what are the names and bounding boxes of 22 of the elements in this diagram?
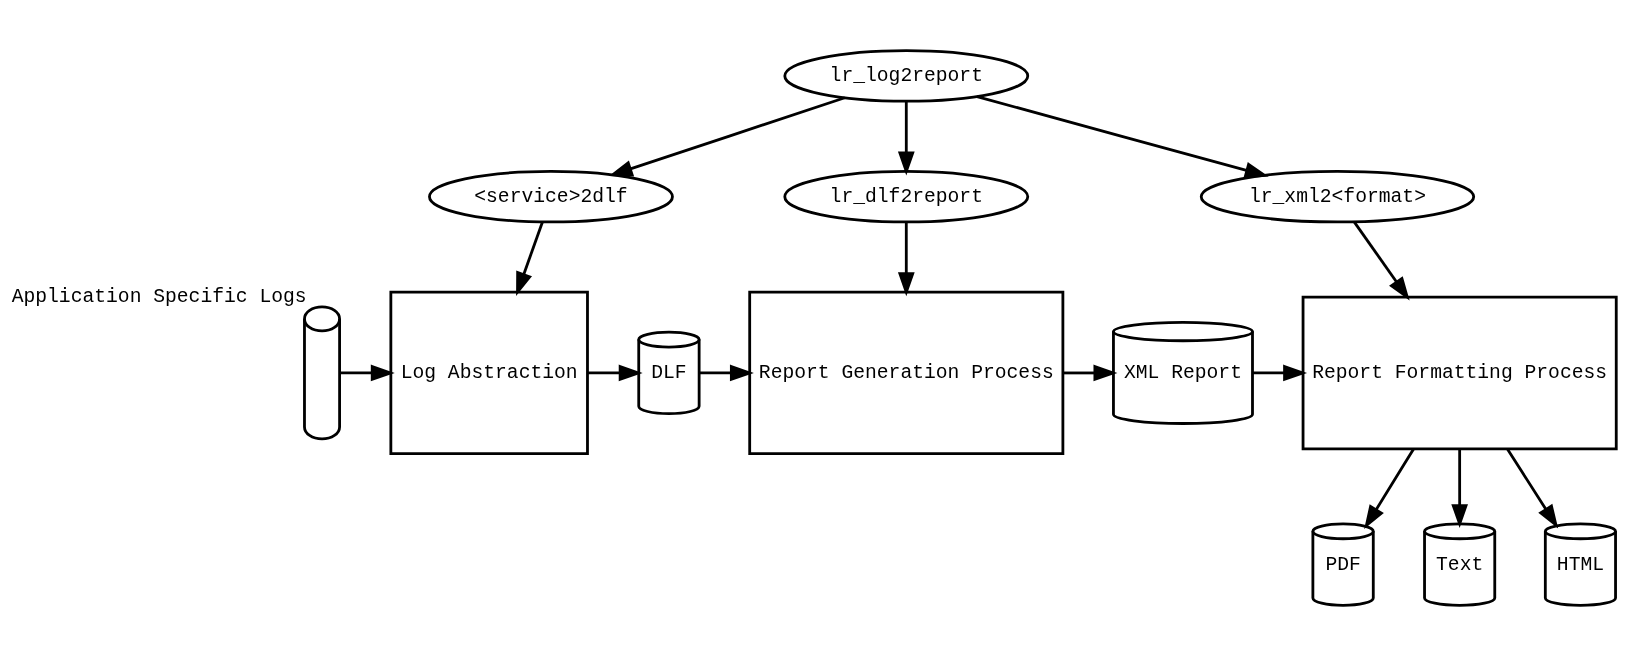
arrow [339,364,395,382]
arrow [1451,449,1469,529]
node-box: Report Generation Process [748,290,1065,456]
node-ellipse: lr_xml2<format> [1199,170,1476,224]
arrow [516,221,544,296]
arrow [1353,221,1410,301]
node-ellipse: <service>2dlf [428,170,674,224]
arrow [897,222,915,297]
arrow [976,95,1269,179]
node-box: Log Abstraction [389,290,589,456]
arrow [608,96,846,177]
arrow [699,364,754,382]
arrow [1252,364,1308,382]
node-ellipse: lr_dlf2report [783,170,1030,224]
arrow [1506,448,1559,529]
arrow [897,101,915,176]
node-box: Report Formatting Process [1301,295,1618,451]
node-ellipse: lr_log2report [783,49,1030,103]
arrow [587,364,643,382]
arrow [1364,448,1415,530]
arrow [1063,364,1118,382]
node-label: Application Specific Logs [11,285,307,308]
